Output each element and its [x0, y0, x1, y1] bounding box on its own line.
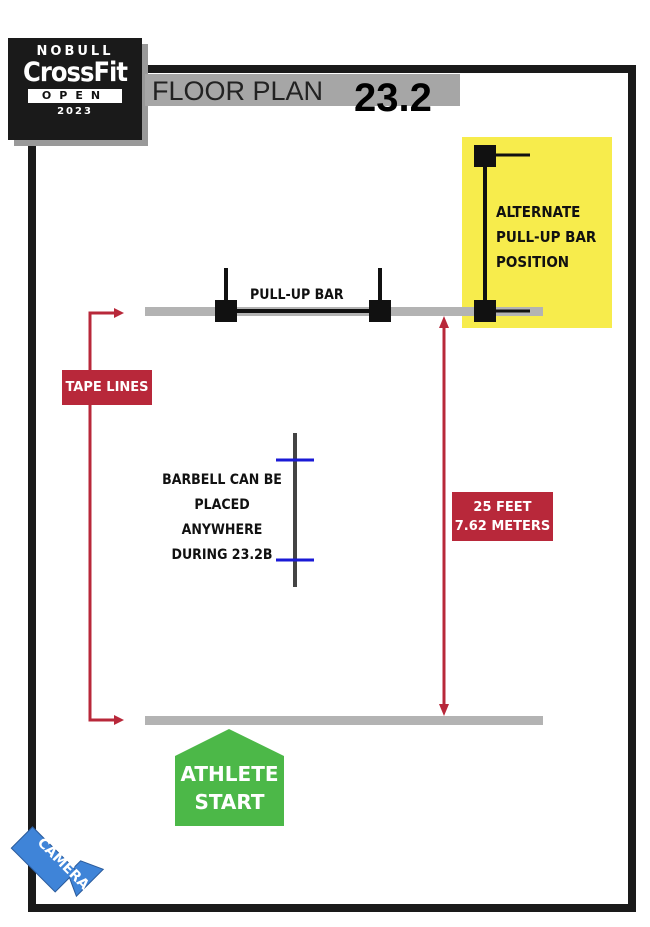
tape-line-bottom: [145, 716, 543, 725]
tape-lines-label: TAPE LINES: [62, 370, 152, 405]
pullup-bar-label: PULL-UP BAR: [250, 287, 344, 303]
pullup-bar: [215, 268, 391, 322]
athlete-start-marker: [175, 729, 284, 826]
page-title: FLOOR PLAN: [152, 76, 324, 106]
distance-arrow: [439, 316, 449, 716]
workout-number: 23.2: [354, 76, 432, 120]
crossfit-open-logo: NOBULL CrossFit OPEN 2023: [8, 38, 142, 140]
floor-boundary: [28, 65, 636, 912]
camera-icon: [10, 826, 105, 898]
title-banner: [145, 74, 460, 106]
tape-lines-arrow: [88, 308, 124, 725]
barbell: [276, 433, 314, 587]
alternate-pullup-bar: [474, 145, 530, 322]
